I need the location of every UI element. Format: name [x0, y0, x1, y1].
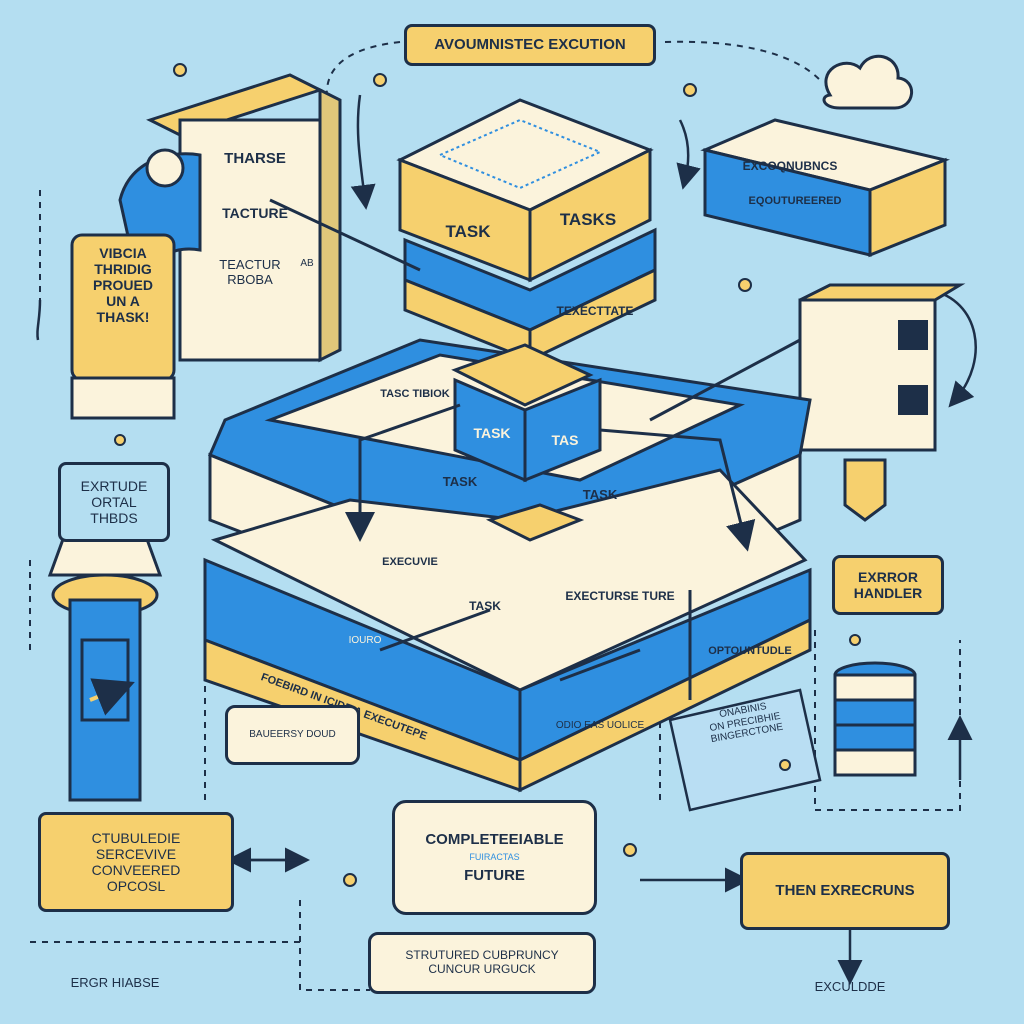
error-handler-stack [833, 661, 917, 777]
left-phase-sub1: TACTURE [222, 205, 288, 221]
top-stack-left-tab: TASK [445, 222, 491, 241]
top-banner-label: AVOUMNISTEC EXCUTION [434, 36, 626, 54]
right-machine [798, 283, 966, 522]
center-top-left-label: TASC TIBIOK [380, 388, 450, 400]
right-top-block [700, 118, 950, 258]
then-label: THEN EXRECRUNS [775, 882, 915, 900]
left-bottom-box: CTUBULEDIE SERCEVIVE CONVEERED OPCOSL [38, 812, 234, 912]
top-stack-right-tab: TASKS [559, 210, 617, 229]
center-exectune-label: EXECTURSE TURE [565, 589, 675, 603]
center-opport-label: OPTOUNTUDLE [708, 645, 792, 657]
top-stack [396, 98, 657, 363]
left-bottom-label: CTUBULEDIE SERCEVIVE CONVEERED OPCOSL [91, 829, 181, 895]
center-bottom-title: COMPLETEEIABLE [425, 831, 564, 849]
solid-connectors [36, 94, 977, 985]
right-note-shape [668, 688, 822, 812]
right-top-sub: EQOUTUREERED [748, 195, 842, 207]
center-stack [203, 198, 812, 793]
structured-label: STRUTURED CUBPRUNCY CUNCUR URGUCK [405, 948, 559, 976]
then-box: THEN EXRECRUNS [740, 852, 950, 930]
left-tag-block [70, 233, 176, 420]
center-bottom-sub: FUIRACTAS [469, 852, 520, 863]
top-stack-front: TEXECTTATE [556, 304, 634, 318]
center-task-e: TASK [469, 599, 501, 613]
center-front-mid-label: IOURO [348, 635, 382, 646]
left-phase-sub2: TEACTUR RBOBA [219, 257, 281, 287]
top-banner-box: AVOUMNISTEC EXCUTION [404, 24, 656, 66]
center-bottom-strip-label: ODIO EAS UOLICE [555, 720, 645, 731]
left-mid-label: EXRTUDE ORTAL THBDS [80, 477, 148, 527]
structured-box: STRUTURED CUBPRUNCY CUNCUR URGUCK [368, 932, 596, 994]
center-bottom-box: COMPLETEEIABLE FUIRACTAS FUTURE [392, 800, 597, 915]
error-handler-box: EXRROR HANDLER [832, 555, 944, 615]
center-task-c: TASK [442, 474, 478, 489]
right-top-title: EXCOQNUBNCS [742, 159, 838, 173]
cloud-icon [822, 54, 914, 110]
center-task-d: TASK [582, 487, 618, 502]
center-task-a: TASK [473, 425, 511, 441]
bottom-right-caption: EXCULDDE [814, 979, 886, 994]
left-tag-label: VIBCIA THRIDIG PROUED UN A THASK! [93, 245, 153, 326]
left-phase-ab: AB [300, 258, 314, 269]
small-box: BAUEERSY DOUD [225, 705, 360, 765]
error-handler-label: EXRROR HANDLER [853, 568, 923, 601]
bottom-left-caption: ERGR HIABSE [70, 975, 160, 990]
left-phase-title: THARSE [224, 150, 286, 167]
center-execute-label: EXECUVIE [382, 556, 438, 568]
center-task-b: TAS [551, 432, 579, 448]
center-bottom-word: FUTURE [464, 866, 525, 884]
decorative-glyphs [114, 63, 861, 887]
small-box-label: BAUEERSY DOUD [249, 729, 336, 741]
left-mid-box: EXRTUDE ORTAL THBDS [58, 462, 170, 542]
left-cylinder [47, 518, 163, 802]
